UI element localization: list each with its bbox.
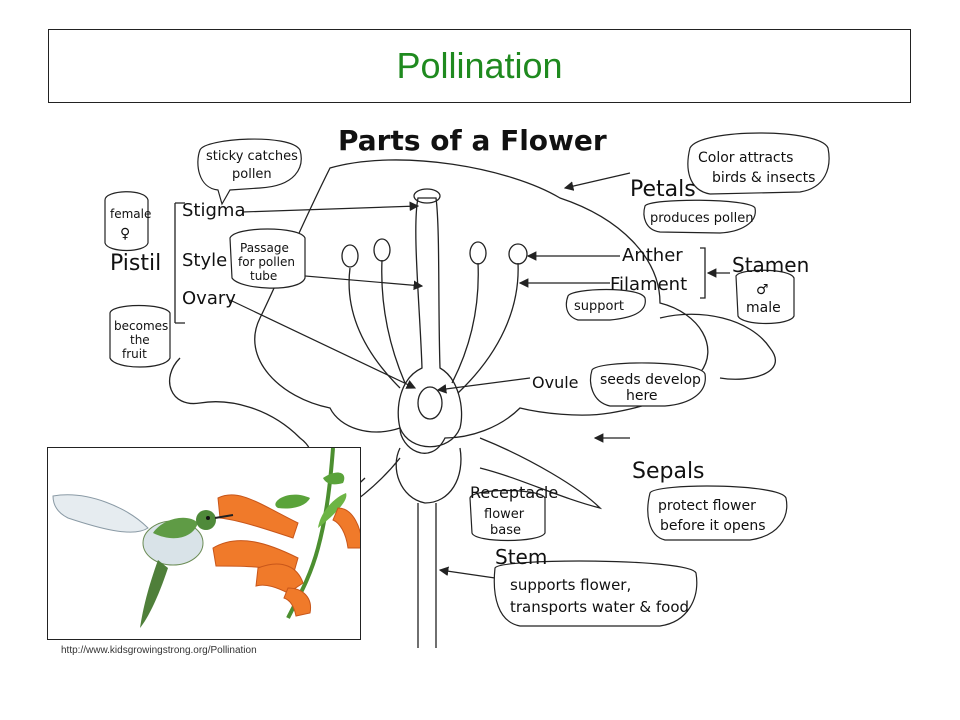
bubble-passage-2: for pollen xyxy=(238,255,295,269)
label-ovule: Ovule xyxy=(532,373,579,392)
bubble-fruit-1: becomes xyxy=(114,319,168,333)
label-receptacle: Receptacle xyxy=(470,483,558,502)
hummingbird-photo xyxy=(47,447,361,640)
diagram-heading: Parts of a Flower xyxy=(338,124,607,157)
bubble-sticky-1: sticky catches xyxy=(206,149,298,164)
female-symbol: ♀ xyxy=(120,226,130,242)
bubble-passage-3: tube xyxy=(250,269,277,283)
source-url: http://www.kidsgrowingstrong.org/Pollina… xyxy=(61,645,257,656)
ovule xyxy=(417,386,443,420)
hummingbird-illustration xyxy=(52,448,360,628)
bubble-color-2: birds & insects xyxy=(712,170,815,186)
right-petal xyxy=(659,313,777,380)
receptacle xyxy=(395,447,462,504)
bubble-color-1: Color attracts xyxy=(698,150,793,166)
bubble-sticky-2: pollen xyxy=(232,167,272,182)
label-pistil: Pistil xyxy=(110,251,161,276)
label-filament: Filament xyxy=(610,274,687,295)
bubble-protect-2: before it opens xyxy=(660,518,766,534)
stem xyxy=(417,503,437,648)
bubble-support: support xyxy=(574,299,624,314)
bubble-fruit-3: fruit xyxy=(122,347,147,361)
bubble-protect-1: protect flower xyxy=(658,498,756,514)
label-anther: Anther xyxy=(622,245,683,266)
flower-diagram: Parts of a Flower Stigma Style Ovary Pis… xyxy=(104,124,830,648)
title-box: Pollination xyxy=(48,29,911,103)
sepal-right xyxy=(479,437,603,510)
pistil-shape xyxy=(397,197,463,448)
bubble-stem-2: transports water & food xyxy=(510,598,689,616)
bubble-base-2: base xyxy=(490,523,521,538)
bubble-passage-1: Passage xyxy=(240,241,289,255)
label-stamen: Stamen xyxy=(732,253,809,277)
label-petals: Petals xyxy=(630,177,696,202)
label-sepals: Sepals xyxy=(632,459,705,484)
bubble-pollen: produces pollen xyxy=(650,211,753,226)
bubble-base-1: flower xyxy=(484,507,525,522)
bubble-seeds-1: seeds develop xyxy=(600,372,701,388)
petal-outline xyxy=(254,159,709,454)
bubble-fruit-2: the xyxy=(130,333,150,347)
slide-title: Pollination xyxy=(396,45,563,86)
label-style: Style xyxy=(182,250,227,271)
bubble-seeds-2: here xyxy=(626,388,658,404)
bubble-female: female xyxy=(110,207,151,221)
label-ovary: Ovary xyxy=(182,288,236,309)
male-symbol: ♂ xyxy=(756,282,769,298)
bubble-stem-1: supports flower, xyxy=(510,576,631,594)
label-stigma: Stigma xyxy=(182,200,245,221)
bubble-male: male xyxy=(746,300,781,316)
label-stem: Stem xyxy=(495,545,547,569)
